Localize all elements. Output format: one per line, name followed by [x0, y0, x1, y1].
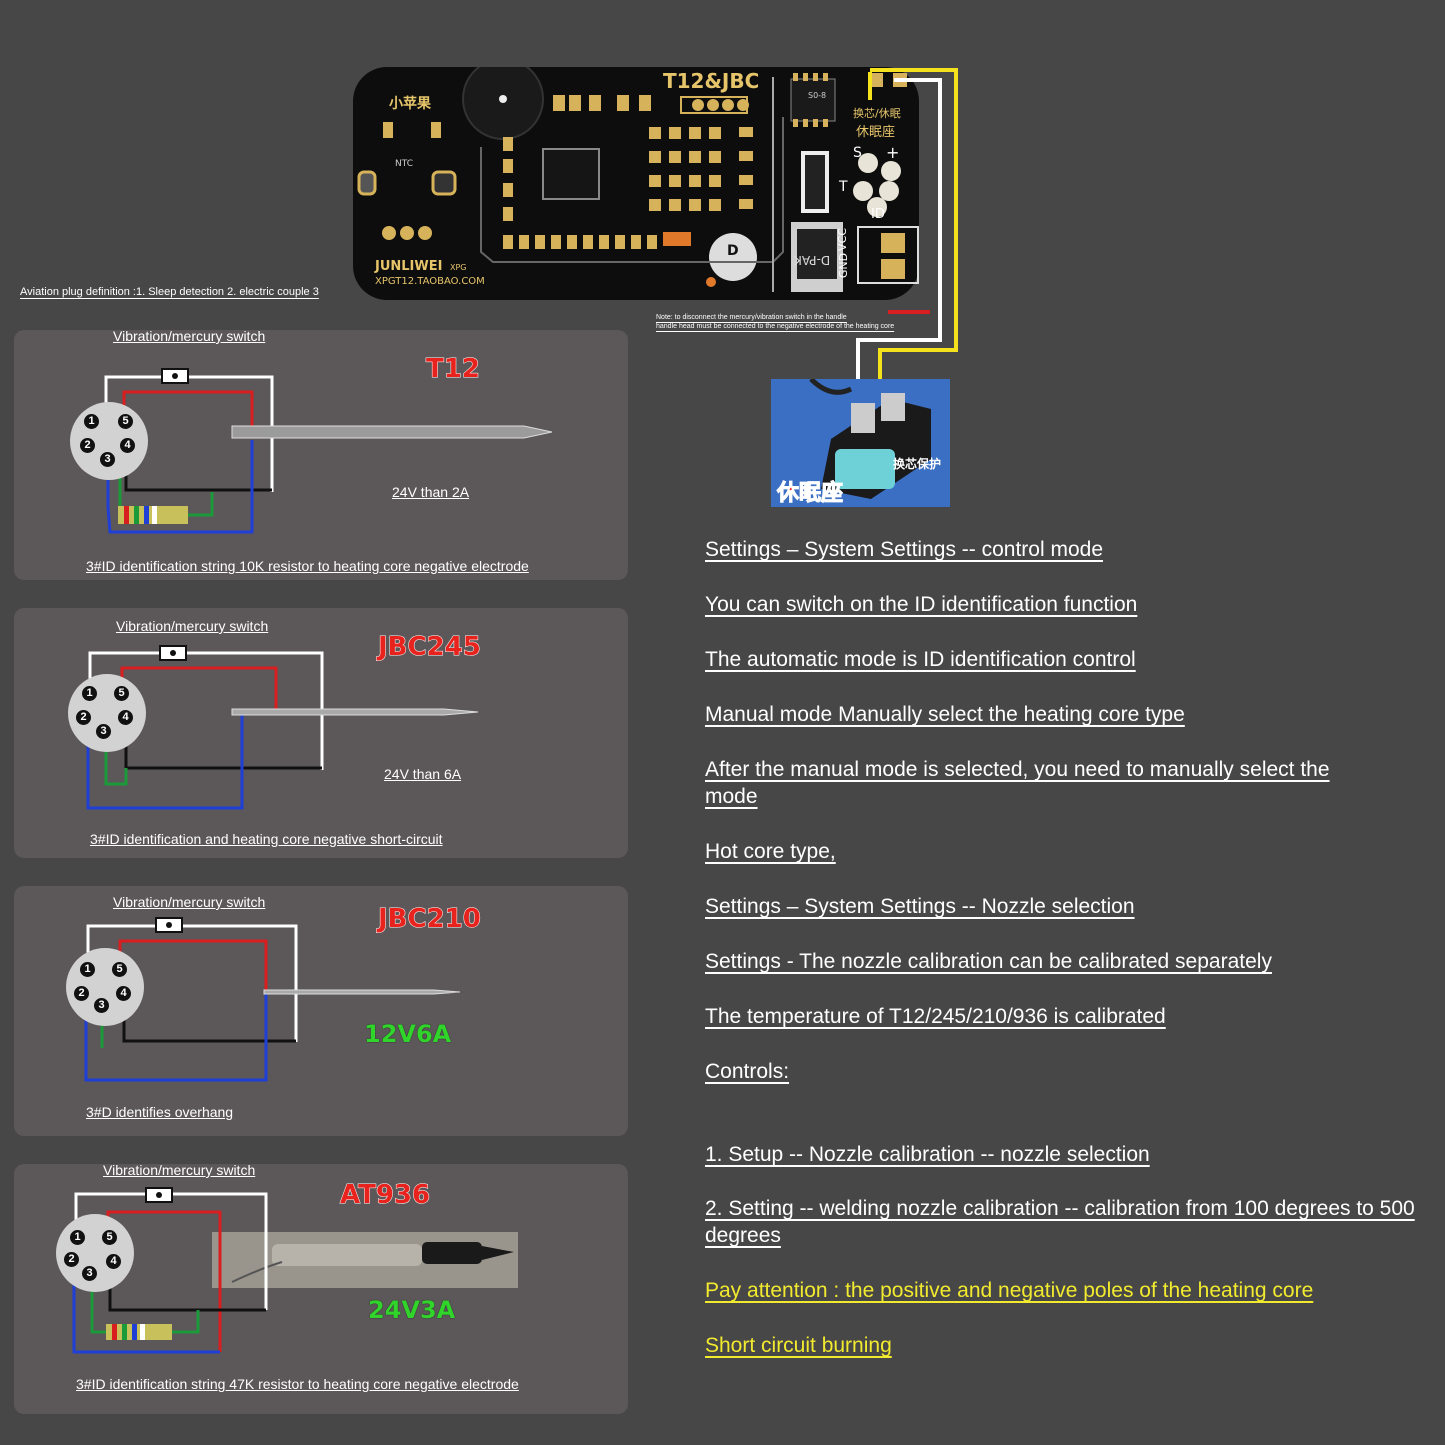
pcb-pin-plus: +: [886, 143, 900, 162]
panel-at936: Vibration/mercury switch AT936 1 5 2 4 3…: [14, 1162, 628, 1414]
warning-polarity: Pay attention : the positive and negativ…: [705, 1279, 1314, 1302]
pin-4: 4: [106, 1254, 121, 1269]
pcb-pin-t: T: [839, 179, 848, 195]
pcb-artwork: [357, 67, 919, 292]
pcb-cap-label: D: [727, 243, 739, 259]
instruction-manual-mode: Manual mode Manually select the heating …: [705, 703, 1185, 726]
stand-label-core-protect: 换芯保护: [893, 457, 942, 471]
voltage-rating: 24V than 6A: [384, 766, 462, 782]
pcb-brand: JUNLIWEI: [375, 259, 443, 274]
pin-4: 4: [120, 438, 135, 453]
instruction-manual-select: After the manual mode is selected, you n…: [705, 758, 1330, 808]
pin-2: 2: [76, 710, 91, 725]
pin-1: 1: [84, 414, 99, 429]
at936-iron-illustration: [212, 1232, 518, 1288]
wiring-diagram: [72, 1187, 268, 1354]
stand-illustration: [771, 377, 950, 507]
pin-4: 4: [118, 710, 133, 725]
pin-1: 1: [82, 686, 97, 701]
instruction-nozzle-selection: Settings – System Settings -- Nozzle sel…: [705, 895, 1135, 918]
pcb-brand-suffix: XPG: [450, 263, 467, 272]
pcb-ntc-label: NTC: [395, 159, 413, 169]
switch-label: Vibration/mercury switch: [113, 328, 266, 344]
stand-wiring: [856, 68, 958, 390]
instruction-hot-core-type: Hot core type,: [705, 840, 836, 863]
pcb-model: T12&JBC: [663, 69, 760, 93]
pcb-sleep-label-2: 休眠座: [856, 125, 896, 140]
panel-caption: 3#ID identification string 47K resistor …: [76, 1376, 519, 1392]
pin-3: 3: [100, 452, 115, 467]
tip-title: JBC210: [378, 904, 482, 935]
pin-5: 5: [114, 686, 129, 701]
tip-title: JBC245: [378, 632, 482, 663]
switch-label: Vibration/mercury switch: [103, 1162, 256, 1178]
voltage-rating: 12V6A: [364, 1020, 452, 1048]
pin-4: 4: [116, 986, 131, 1001]
aviation-plug: 1 5 2 4 3: [68, 674, 146, 752]
stand-label-sleep: 休眠座: [776, 480, 844, 506]
pcb-sleep-label-1: 换芯/休眠: [853, 107, 901, 120]
pcb-pin-id: ID: [871, 207, 885, 222]
panel-jbc210: Vibration/mercury switch JBC210 1 5 2 4 …: [14, 886, 628, 1136]
instruction-id-function: You can switch on the ID identification …: [705, 593, 1138, 616]
voltage-rating: 24V than 2A: [392, 484, 470, 500]
panel-caption: 3#D identifies overhang: [86, 1104, 234, 1120]
pin-5: 5: [112, 962, 127, 977]
pin-1: 1: [70, 1230, 85, 1245]
pcb-logo: 小苹果: [389, 96, 431, 112]
pin-2: 2: [74, 986, 89, 1001]
at936-iron-photo: [212, 1232, 518, 1288]
pin-3: 3: [82, 1266, 97, 1281]
panel-caption: 3#ID identification string 10K resistor …: [86, 558, 529, 574]
instruction-nozzle-calibration: Settings - The nozzle calibration can be…: [705, 950, 1272, 973]
instruction-step-1: 1. Setup -- Nozzle calibration -- nozzle…: [705, 1143, 1150, 1166]
switch-label: Vibration/mercury switch: [116, 618, 269, 634]
aviation-plug: 1 5 2 4 3: [56, 1214, 134, 1292]
pin-3: 3: [96, 724, 111, 739]
aviation-plug: 1 5 2 4 3: [66, 948, 144, 1026]
voltage-rating: 24V3A: [368, 1296, 456, 1324]
aviation-plug: 1 5 2 4 3: [70, 402, 148, 480]
handle-note-line-2: handle head must be connected to the neg…: [656, 323, 895, 330]
pin-1: 1: [80, 962, 95, 977]
instruction-step-2: 2. Setting -- welding nozzle calibration…: [705, 1197, 1415, 1247]
sleep-stand-photo: 休眠座 换芯保护: [771, 377, 950, 507]
pin-5: 5: [102, 1230, 117, 1245]
instruction-controls-heading: Controls:: [705, 1060, 790, 1083]
handle-note-line-1: Note: to disconnect the mercury/vibratio…: [656, 314, 847, 321]
tip-title: T12: [426, 354, 481, 385]
panel-caption: 3#ID identification and heating core neg…: [90, 831, 443, 847]
warning-short-circuit: Short circuit burning: [705, 1334, 892, 1357]
pcb-site: XPGT12.TAOBAO.COM: [375, 276, 485, 287]
pcb-chip-label: S0-8: [808, 91, 827, 100]
panel-jbc245: Vibration/mercury switch JBC245 1 5 2 4 …: [14, 608, 628, 858]
instruction-temperature-calibrated: The temperature of T12/245/210/936 is ca…: [705, 1005, 1166, 1028]
aviation-plug-note: Aviation plug definition :1. Sleep detec…: [20, 286, 319, 298]
controller-pcb: 小苹果 T12&JBC NTC JUNLIWEI XPG XPGT12.TAOB…: [353, 67, 919, 300]
pcb-pin-s: S: [853, 145, 862, 161]
instruction-automatic-mode: The automatic mode is ID identification …: [705, 648, 1136, 671]
pin-2: 2: [80, 438, 95, 453]
switch-label: Vibration/mercury switch: [113, 894, 266, 910]
pin-5: 5: [118, 414, 133, 429]
pin-3: 3: [94, 998, 109, 1013]
panel-t12: Vibration/mercury switch T12 1 5 2 4 3 2…: [14, 328, 628, 580]
pin-2: 2: [64, 1252, 79, 1267]
tip-title: AT936: [339, 1180, 431, 1211]
instruction-control-mode: Settings – System Settings -- control mo…: [705, 538, 1104, 561]
